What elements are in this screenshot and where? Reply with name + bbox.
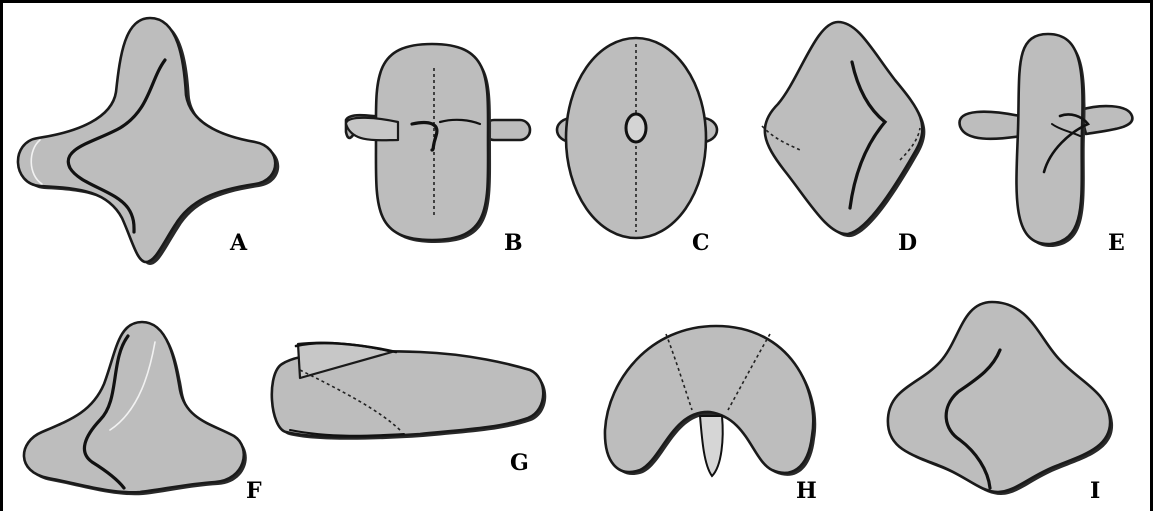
label-i: I bbox=[1090, 478, 1100, 504]
shape-h bbox=[605, 326, 816, 476]
label-h: H bbox=[796, 478, 817, 504]
shape-e bbox=[960, 34, 1133, 247]
shape-i bbox=[888, 302, 1113, 495]
shape-a bbox=[18, 18, 279, 265]
shape-c bbox=[557, 38, 717, 238]
shape-d bbox=[762, 22, 925, 237]
label-c: C bbox=[692, 230, 710, 256]
shape-b bbox=[346, 44, 530, 243]
shape-g bbox=[272, 343, 546, 440]
label-b: B bbox=[504, 230, 523, 256]
label-e: E bbox=[1108, 230, 1125, 256]
label-d: D bbox=[898, 230, 917, 256]
shape-f bbox=[24, 322, 247, 495]
label-a: A bbox=[229, 230, 248, 256]
label-g: G bbox=[510, 450, 529, 476]
label-f: F bbox=[246, 478, 262, 504]
